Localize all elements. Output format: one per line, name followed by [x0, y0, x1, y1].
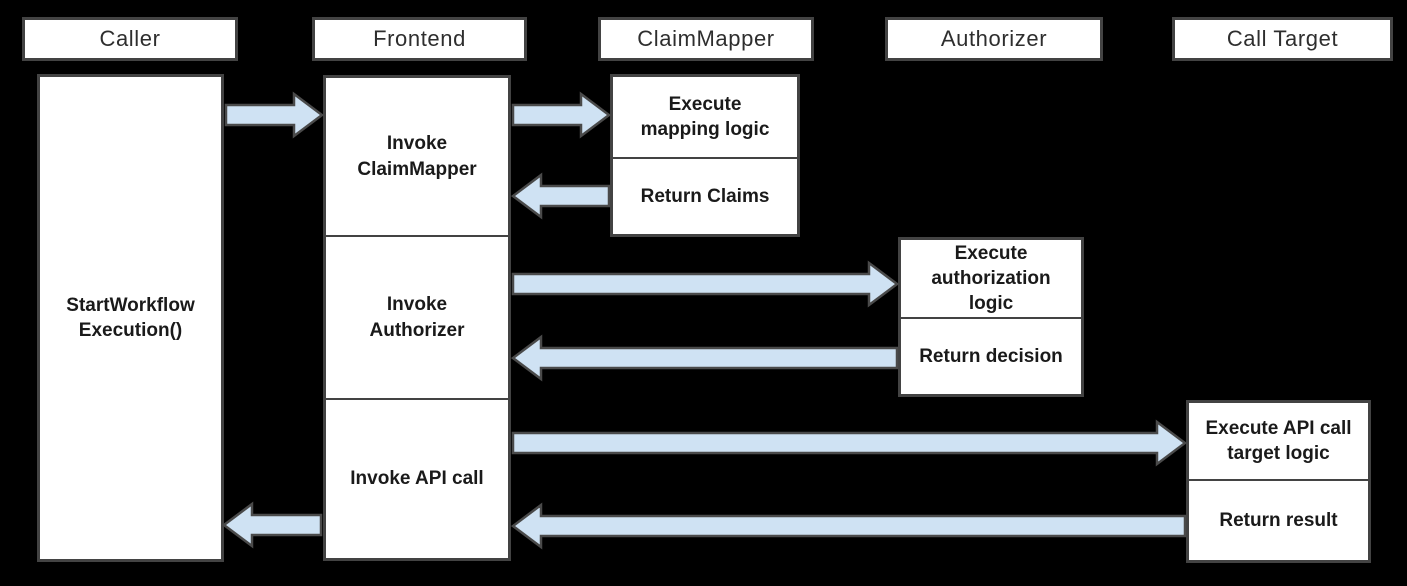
step-return-result-label: Return result — [1219, 509, 1338, 531]
step-execute-mapping-logic-label: Execute mapping logic — [640, 93, 770, 140]
activation-call-target: Execute API call target logic Return res… — [1186, 400, 1371, 563]
lane-header-caller-label: Caller — [99, 26, 161, 51]
step-return-claims: Return Claims — [613, 157, 797, 234]
lane-header-authorizer-label: Authorizer — [940, 26, 1048, 51]
step-invoke-claimmapper: Invoke ClaimMapper — [326, 78, 508, 235]
activation-frontend: Invoke ClaimMapper Invoke Authorizer Inv… — [323, 75, 511, 561]
arrow-call-target-to-frontend — [511, 502, 1187, 550]
arrow-frontend-to-caller — [222, 501, 323, 549]
lane-header-frontend: Frontend — [312, 17, 527, 61]
lane-header-caller: Caller — [22, 17, 238, 61]
arrow-frontend-to-claimmapper — [511, 91, 611, 139]
arrow-frontend-to-authorizer — [511, 260, 899, 308]
activation-claimmapper: Execute mapping logic Return Claims — [610, 74, 800, 237]
arrow-frontend-to-call-target — [511, 419, 1187, 467]
step-invoke-api-call-label: Invoke API call — [350, 468, 484, 490]
lane-header-claimmapper: ClaimMapper — [598, 17, 814, 61]
lane-header-claimmapper-label: ClaimMapper — [637, 26, 775, 51]
lane-header-authorizer: Authorizer — [885, 17, 1103, 61]
step-startworkflow-execution-label: StartWorkflow Execution() — [66, 294, 195, 341]
lane-header-call-target: Call Target — [1172, 17, 1393, 61]
arrow-claimmapper-to-frontend — [511, 172, 611, 220]
step-return-decision-label: Return decision — [919, 345, 1063, 367]
step-execute-mapping-logic: Execute mapping logic — [613, 77, 797, 157]
step-return-result: Return result — [1189, 479, 1368, 560]
step-return-decision: Return decision — [901, 317, 1081, 394]
step-execute-authorization-logic: Execute authorization logic — [901, 240, 1081, 317]
step-invoke-authorizer: Invoke Authorizer — [326, 235, 508, 398]
arrow-caller-to-frontend — [224, 91, 324, 139]
step-invoke-claimmapper-label: Invoke ClaimMapper — [357, 133, 477, 180]
lane-header-frontend-label: Frontend — [373, 26, 466, 51]
step-invoke-api-call: Invoke API call — [326, 398, 508, 558]
step-startworkflow-execution: StartWorkflow Execution() — [40, 77, 221, 559]
arrow-authorizer-to-frontend — [511, 334, 899, 382]
step-execute-api-call-target-logic: Execute API call target logic — [1189, 403, 1368, 479]
step-return-claims-label: Return Claims — [640, 185, 770, 207]
step-execute-api-call-target-logic-label: Execute API call target logic — [1205, 417, 1352, 464]
lane-header-call-target-label: Call Target — [1226, 26, 1339, 51]
step-invoke-authorizer-label: Invoke Authorizer — [369, 294, 465, 341]
step-execute-authorization-logic-label: Execute authorization logic — [931, 242, 1051, 315]
activation-authorizer: Execute authorization logic Return decis… — [898, 237, 1084, 397]
activation-caller: StartWorkflow Execution() — [37, 74, 224, 562]
